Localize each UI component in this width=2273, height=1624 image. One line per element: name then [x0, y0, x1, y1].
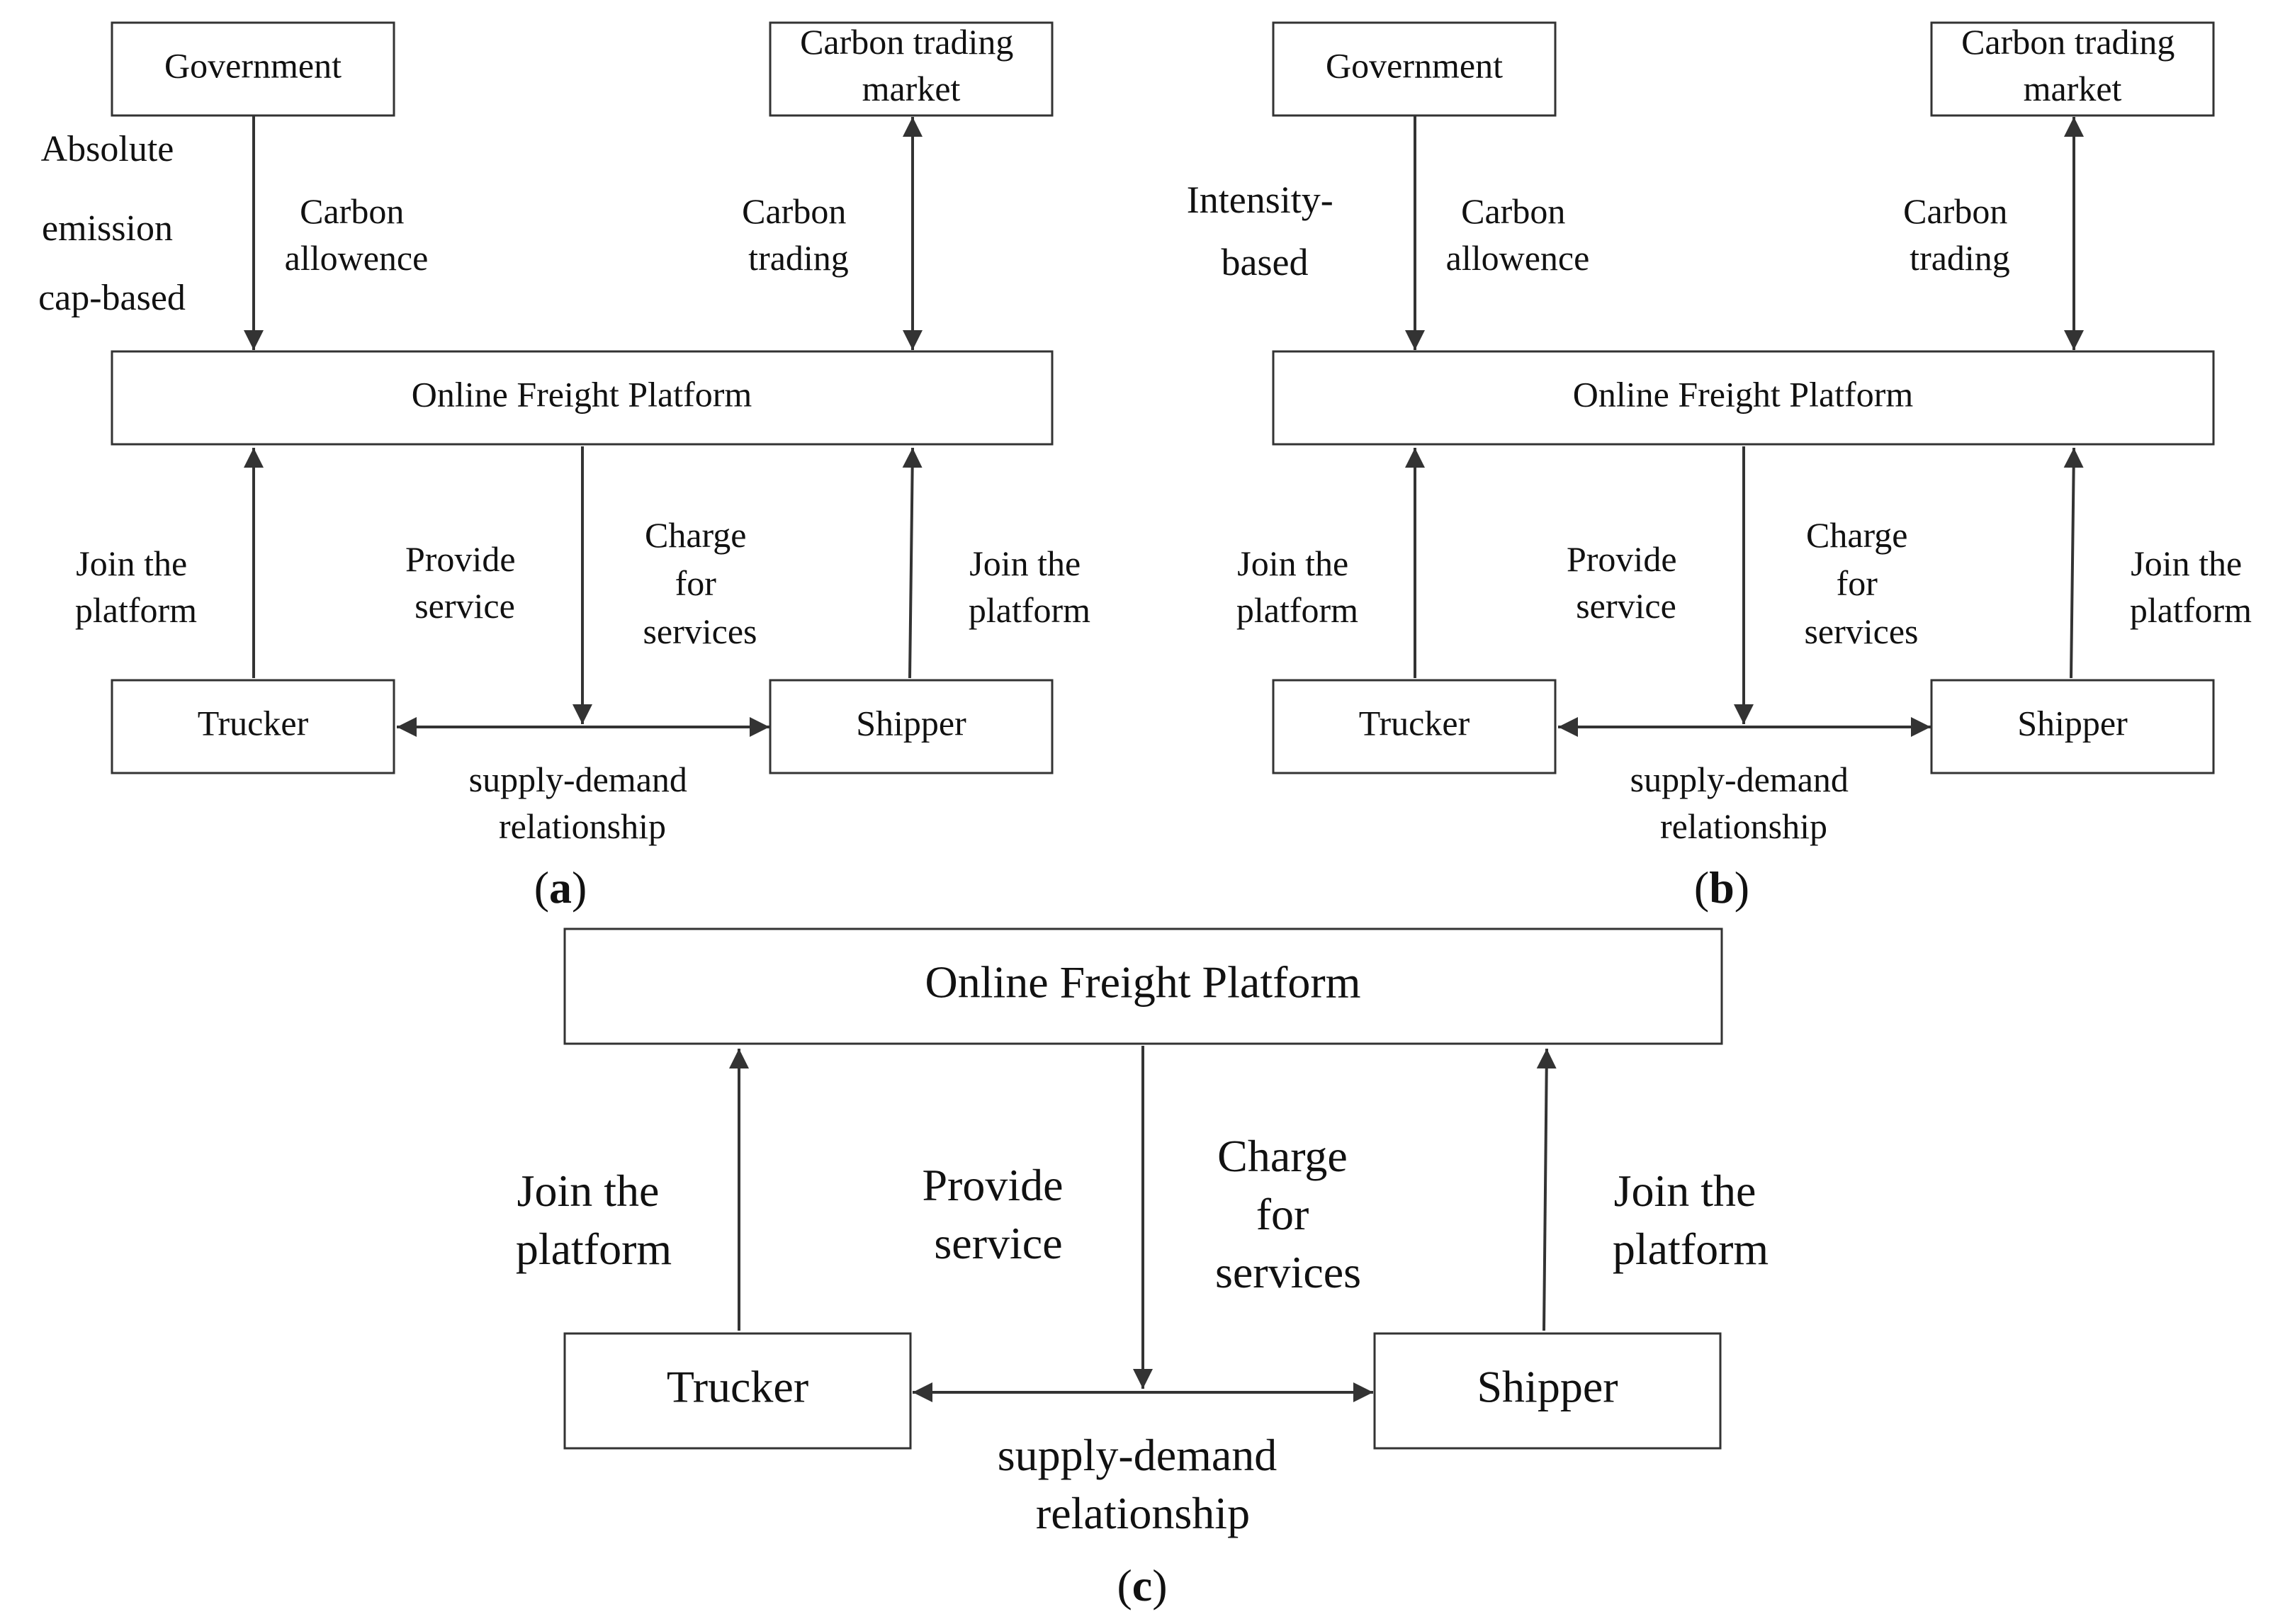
- shipper-box: Shipper: [1373, 1332, 1722, 1450]
- panel-b: Government Carbon trading market Online …: [1187, 21, 2252, 913]
- shipper-label: Shipper: [856, 703, 966, 743]
- government-box: Government: [111, 21, 395, 117]
- panel-c-caption: (c): [1117, 1560, 1167, 1611]
- shipper-join-label: Join the platform: [969, 543, 1090, 630]
- carbon-trading-market-box: Carbon trading market: [769, 21, 1054, 117]
- charge-for-services-label: Charge for services: [1215, 1131, 1361, 1297]
- supply-demand-label: supply-demand relationship: [998, 1430, 1289, 1538]
- shipper-box: Shipper: [769, 679, 1054, 774]
- charge-for-services-label: Charge for services: [1804, 515, 1918, 651]
- emission-scheme-label: Intensity- based: [1187, 179, 1343, 283]
- shipper-label: Shipper: [2017, 703, 2128, 743]
- trucker-join-label: Join the platform: [1236, 543, 1358, 630]
- shipper-box: Shipper: [1930, 679, 2215, 774]
- trucker-label: Trucker: [1359, 703, 1470, 743]
- supply-demand-label: supply-demand relationship: [1630, 760, 1858, 846]
- shipper-join-label: Join the platform: [2130, 543, 2252, 630]
- online-freight-platform-box: Online Freight Platform: [111, 350, 1054, 446]
- carbon-trading-market-label: Carbon trading market: [1961, 22, 2184, 108]
- shipper-join-arrow: [1536, 1048, 1557, 1331]
- charge-for-services-label: Charge for services: [643, 515, 757, 651]
- shipper-label: Shipper: [1477, 1362, 1618, 1412]
- trucker-join-label: Join the platform: [516, 1166, 672, 1274]
- trucker-box: Trucker: [111, 679, 395, 774]
- emission-scheme-label: Absolute emission cap-based: [38, 129, 186, 318]
- trucker-label: Trucker: [667, 1362, 808, 1412]
- supply-demand-label: supply-demand relationship: [469, 760, 696, 846]
- trucker-box: Trucker: [563, 1332, 912, 1450]
- carbon-trading-market-box: Carbon trading market: [1930, 21, 2215, 117]
- provide-service-label: Provide service: [922, 1160, 1074, 1268]
- panel-b-caption: (b): [1694, 862, 1749, 913]
- panel-b-edges: [1405, 115, 2084, 737]
- online-freight-platform-label: Online Freight Platform: [925, 957, 1360, 1008]
- panel-c: Online Freight Platform Trucker Shipper …: [516, 927, 1769, 1611]
- shipper-join-label: Join the platform: [1613, 1166, 1769, 1274]
- panel-a-caption: (a): [534, 862, 587, 913]
- provide-service-label: Provide service: [405, 539, 524, 626]
- panel-c-edges: [729, 1046, 1557, 1402]
- carbon-trading-market-label: Carbon trading market: [800, 22, 1022, 108]
- provide-service-label: Provide service: [1567, 539, 1686, 626]
- government-label: Government: [164, 45, 342, 85]
- shipper-join-arrow: [902, 447, 923, 679]
- online-freight-platform-box: Online Freight Platform: [563, 927, 1723, 1045]
- government-label: Government: [1326, 45, 1503, 85]
- shipper-join-arrow: [2063, 447, 2084, 679]
- panel-a-edges: [244, 115, 923, 737]
- trucker-label: Trucker: [198, 703, 309, 743]
- trucker-join-label: Join the platform: [75, 543, 197, 630]
- carbon-allowance-label: Carbon allowence: [1446, 191, 1590, 278]
- carbon-allowance-label: Carbon allowence: [285, 191, 429, 278]
- online-freight-platform-box: Online Freight Platform: [1272, 350, 2215, 446]
- government-box: Government: [1272, 21, 1557, 117]
- carbon-trading-label: Carbon trading: [1903, 191, 2017, 278]
- online-freight-platform-label: Online Freight Platform: [412, 374, 752, 414]
- panel-a: Government Carbon trading market Online …: [38, 21, 1090, 913]
- trucker-box: Trucker: [1272, 679, 1557, 774]
- online-freight-platform-label: Online Freight Platform: [1573, 374, 1914, 414]
- carbon-trading-label: Carbon trading: [742, 191, 855, 278]
